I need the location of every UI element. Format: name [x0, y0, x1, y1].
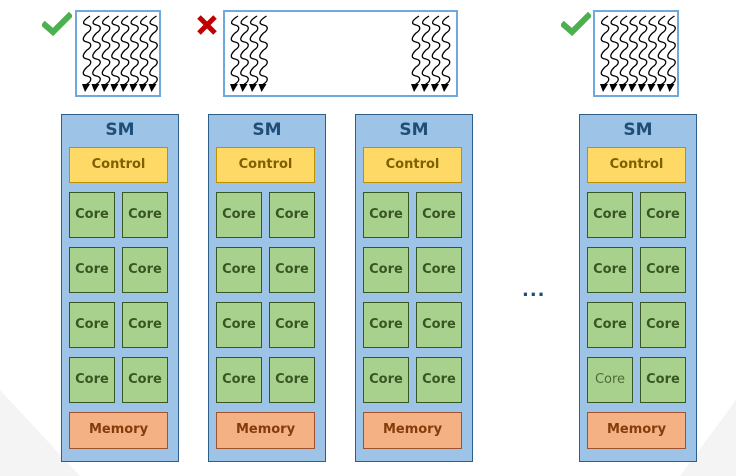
core: Core [416, 247, 462, 293]
core: Core [122, 247, 168, 293]
core: Core [640, 247, 686, 293]
control-unit: Control [587, 147, 686, 183]
shared-memory: Memory [69, 412, 168, 449]
core: Core [69, 302, 115, 348]
core: Core [363, 192, 409, 238]
warp-arrow [120, 15, 130, 92]
core: Core [122, 357, 168, 403]
core: Core [269, 247, 315, 293]
check-icon [42, 12, 72, 36]
sm-title: SM [399, 120, 429, 140]
shared-memory: Memory [587, 412, 686, 449]
core: Core [640, 302, 686, 348]
warp-arrow [609, 15, 619, 92]
shared-memory: Memory [216, 412, 315, 449]
core: Core [363, 302, 409, 348]
core: Core [269, 302, 315, 348]
cross-icon [197, 15, 217, 35]
thread-block-fits-1 [75, 10, 161, 97]
core: Core [216, 247, 262, 293]
warp-arrow [441, 15, 451, 92]
thread-block-too-large [223, 10, 458, 97]
warp-arrow [82, 15, 92, 92]
control-unit: Control [69, 147, 168, 183]
warp-arrows [82, 15, 158, 92]
warp-arrow [666, 15, 676, 92]
sm-title: SM [252, 120, 282, 140]
warp-arrow [628, 15, 638, 92]
core: Core [640, 357, 686, 403]
warp-arrow [101, 15, 111, 92]
core: Core [416, 302, 462, 348]
core: Core [416, 192, 462, 238]
control-unit: Control [216, 147, 315, 183]
thread-block-fits-2 [593, 10, 679, 97]
core: Core [363, 357, 409, 403]
warp-arrow [258, 15, 268, 92]
sm-title: SM [623, 120, 653, 140]
warp-arrows [600, 15, 676, 92]
warp-arrow [139, 15, 149, 92]
shared-memory: Memory [363, 412, 462, 449]
core: Core [122, 302, 168, 348]
core: Core [587, 247, 633, 293]
core: Core [216, 192, 262, 238]
core: Core [640, 192, 686, 238]
core: Core [269, 357, 315, 403]
warp-arrow [239, 15, 249, 92]
core: Core [363, 247, 409, 293]
more-sms-ellipsis: ... [522, 280, 546, 301]
warp-arrow [148, 15, 158, 92]
warp-arrow [600, 15, 610, 92]
warp-arrow [411, 15, 421, 92]
warp-arrow [647, 15, 657, 92]
core: Core [587, 357, 633, 403]
background-shape-left [0, 390, 80, 476]
core: Core [69, 192, 115, 238]
core: Core [216, 357, 262, 403]
core: Core [587, 302, 633, 348]
core: Core [216, 302, 262, 348]
warp-arrow [129, 15, 139, 92]
core: Core [269, 192, 315, 238]
warp-arrow [249, 15, 259, 92]
check-icon [561, 12, 591, 36]
warp-arrow [657, 15, 667, 92]
warp-arrow [110, 15, 120, 92]
control-unit: Control [363, 147, 462, 183]
warp-arrows [230, 15, 451, 92]
core: Core [69, 357, 115, 403]
warp-arrow [619, 15, 629, 92]
warp-arrow [91, 15, 101, 92]
warp-arrow [230, 15, 240, 92]
core: Core [69, 247, 115, 293]
core: Core [587, 192, 633, 238]
warp-arrow [638, 15, 648, 92]
warp-arrow [431, 15, 441, 92]
core: Core [416, 357, 462, 403]
warp-arrow [421, 15, 431, 92]
sm-title: SM [105, 120, 135, 140]
core: Core [122, 192, 168, 238]
